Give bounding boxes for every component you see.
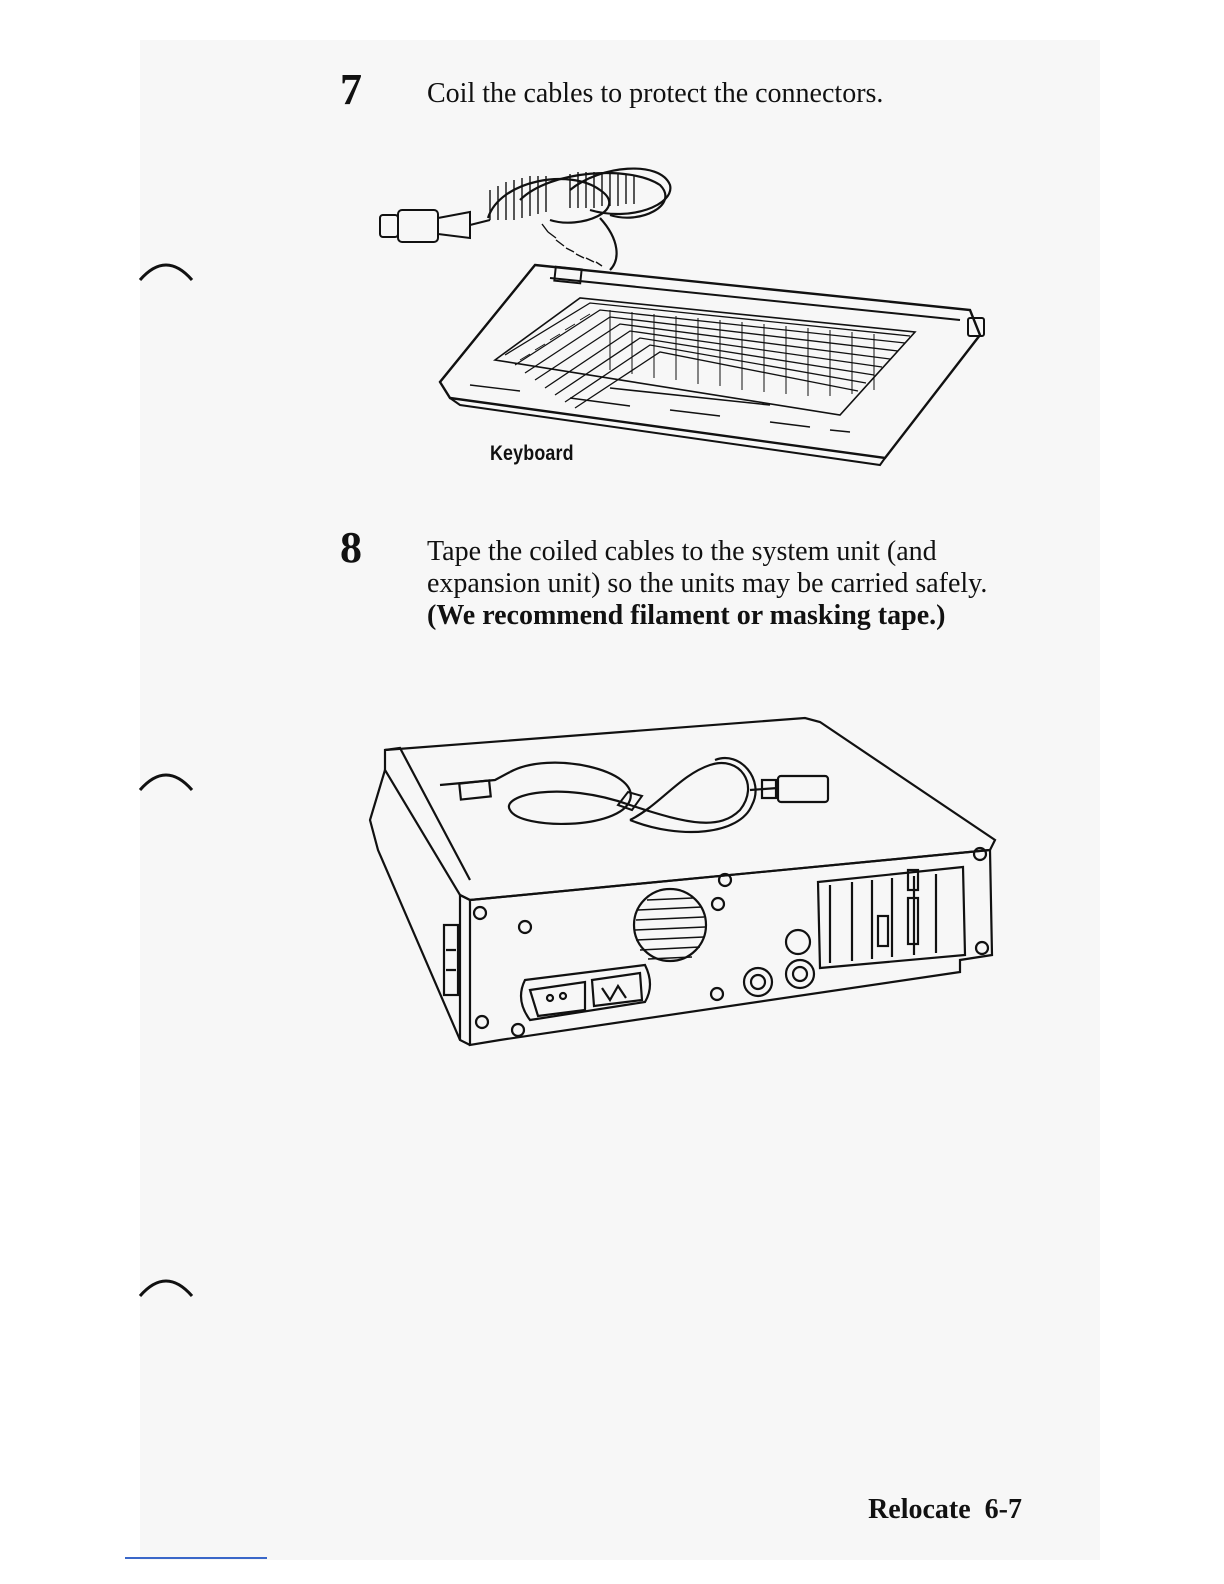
step-8-text: Tape the coiled cables to the system uni… [427,536,1007,632]
keyboard-caption: Keyboard [490,442,574,466]
page-footer: Relocate 6-7 [868,1494,1022,1526]
step-8-number: 8 [340,526,362,570]
binder-hole-mark-middle [138,766,196,794]
keyboard-illustration [370,160,1000,470]
footer-page-number: 6-7 [985,1494,1022,1525]
step-7-number: 7 [340,68,362,112]
step-8-text-plain: Tape the coiled cables to the system uni… [427,536,987,599]
step-7-text: Coil the cables to protect the connector… [427,78,1007,110]
footer-section: Relocate [868,1494,971,1525]
binder-hole-mark-top [138,256,196,284]
system-unit-illustration [360,710,1005,1055]
step-8-text-bold: (We recommend filament or masking tape.) [427,600,945,631]
bottom-divider [125,1557,267,1559]
binder-hole-mark-bottom [138,1272,196,1300]
